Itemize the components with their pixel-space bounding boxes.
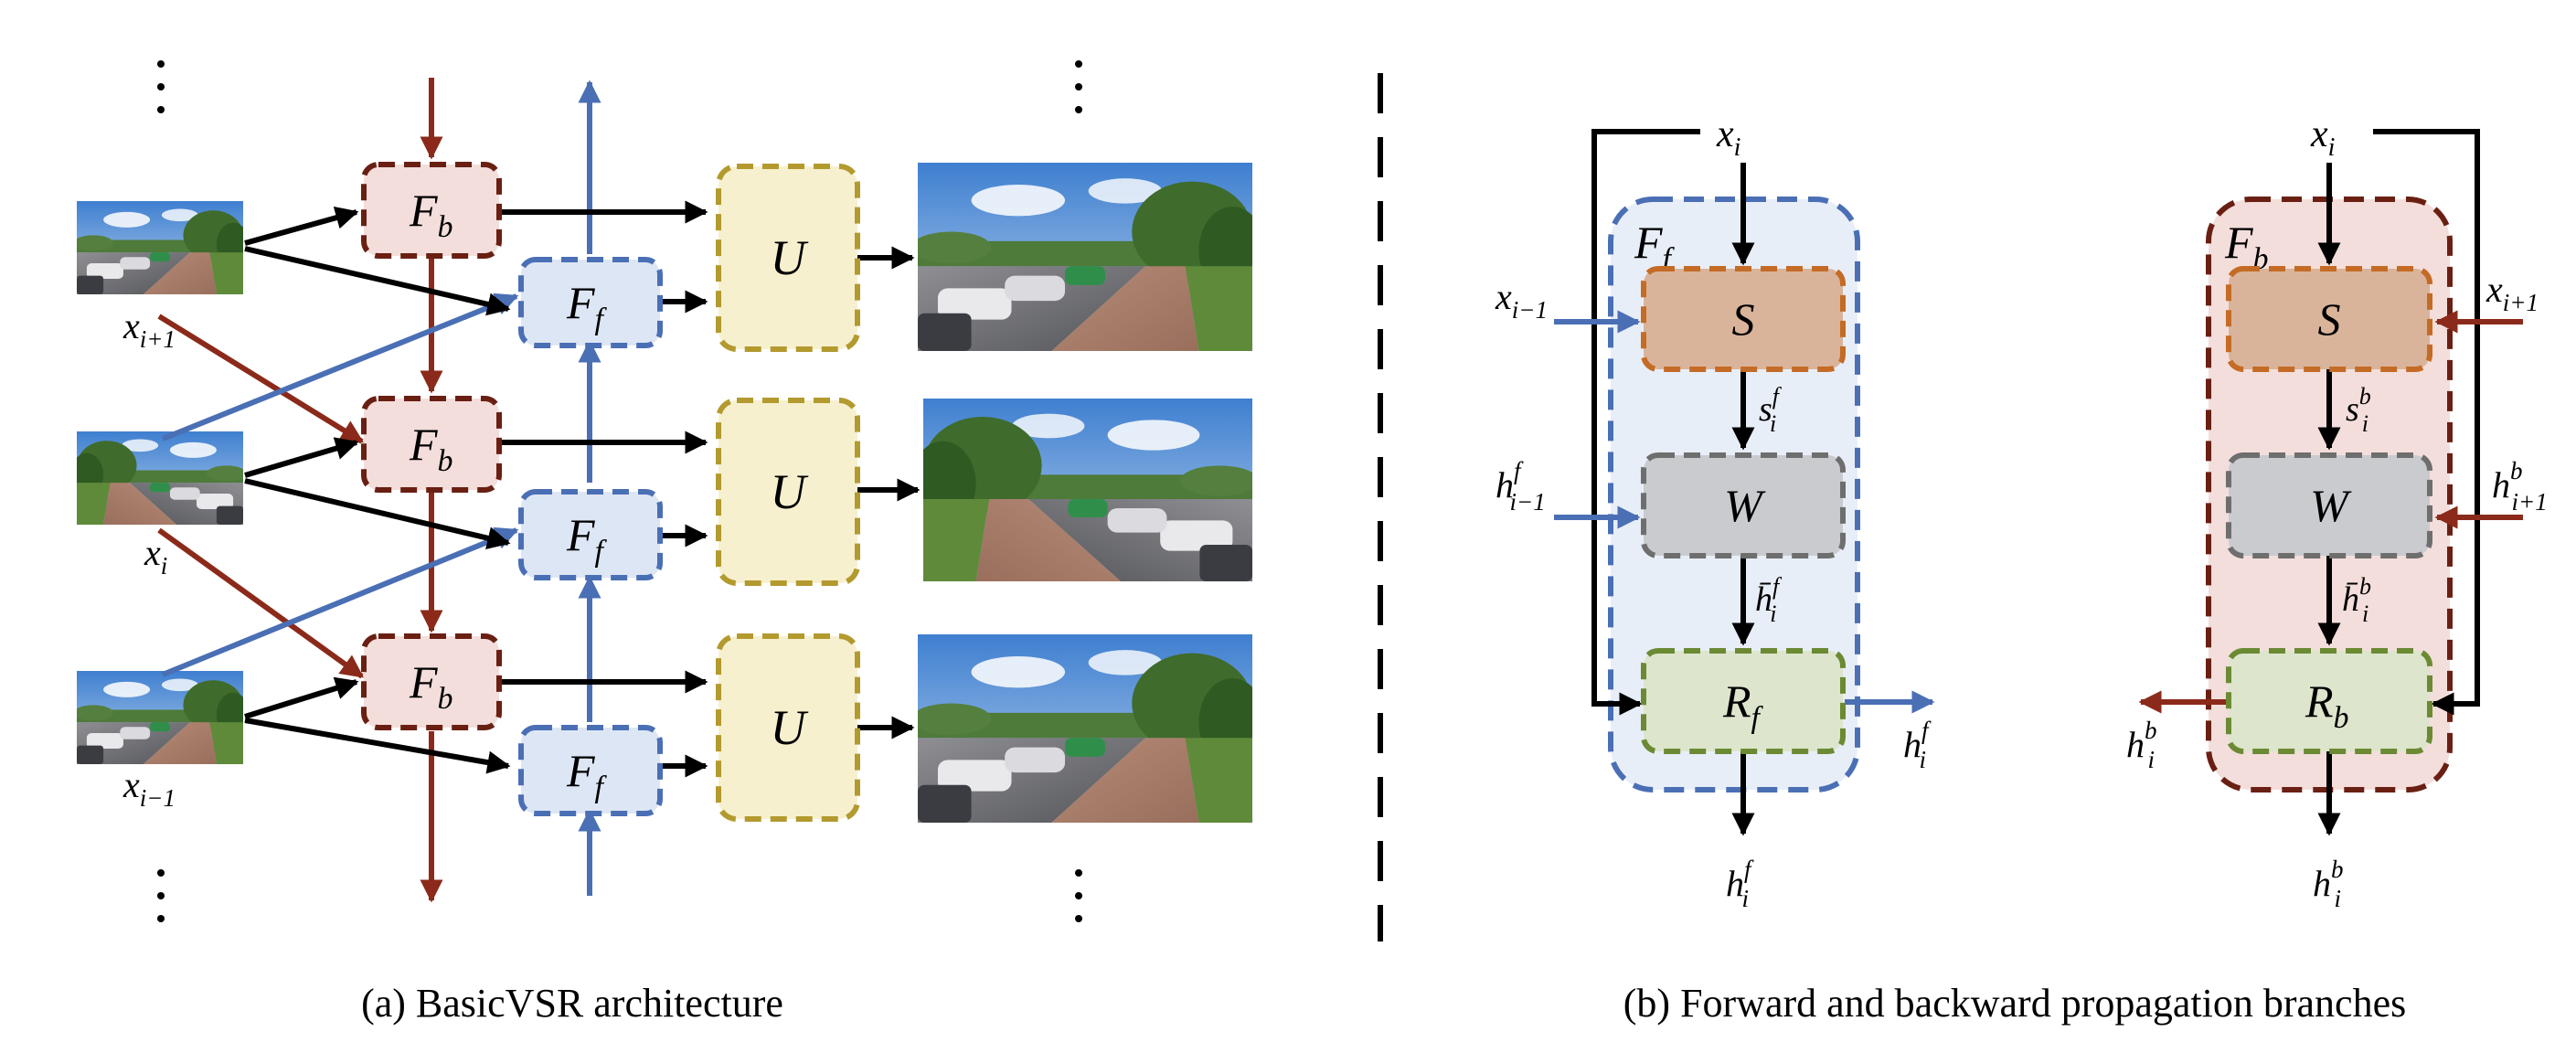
forward-blue-arrows (1554, 310, 1935, 714)
svg-text:Rb: Rb (2305, 675, 2349, 735)
input-frame-i (77, 431, 243, 525)
output-frame-i (923, 399, 1252, 581)
input-label-x-i-minus-1: xi−1 (122, 764, 176, 812)
forward-black-arrows (1591, 129, 1755, 836)
upsample-module-u-2: U (716, 398, 860, 586)
input-frame-i-plus-1 (77, 201, 243, 294)
svg-text:W: W (1724, 480, 1766, 531)
svg-text:U: U (771, 700, 809, 755)
svg-text:Ff: Ff (566, 509, 608, 569)
backward-residual-rb: Rb (2226, 648, 2432, 754)
backward-module-fb-1: Fb (361, 162, 502, 259)
forward-module-ff-3: Ff (518, 725, 663, 816)
forward-propagation-arrows (161, 80, 601, 896)
svg-text:Fb: Fb (409, 419, 453, 478)
svg-text:U: U (771, 464, 809, 519)
backward-black-arrows (2317, 129, 2480, 836)
svg-text:Fb: Fb (409, 656, 453, 716)
backward-propagation-arrows (157, 78, 443, 903)
svg-text:S: S (1732, 293, 1755, 345)
forward-top-input-label: xi (1716, 113, 1740, 162)
upsample-module-u-3: U (716, 633, 860, 822)
backward-warping-w: W (2226, 452, 2432, 558)
ellipsis-icon (157, 60, 1082, 922)
forward-module-ff-2: Ff (518, 489, 663, 580)
backward-side-input-x: xi+1 (2486, 269, 2539, 316)
input-label-x-i: xi (144, 532, 167, 580)
forward-warping-w: W (1641, 452, 1846, 558)
svg-text:U: U (771, 230, 809, 285)
forward-flow-estimation-s: S (1641, 266, 1846, 372)
caption-panel-b: (b) Forward and backward propagation bra… (1623, 981, 2406, 1026)
svg-text:Rf: Rf (1722, 675, 1764, 735)
input-label-x-i-plus-1: xi+1 (122, 305, 176, 353)
backward-flow-estimation-s: S (2226, 266, 2432, 372)
output-frame-i-plus-1 (918, 163, 1252, 351)
backward-top-input-label: xi (2310, 113, 2335, 162)
backward-red-arrows (2138, 310, 2523, 714)
data-flow-arrows (244, 200, 921, 778)
upsample-module-u-1: U (716, 164, 860, 352)
caption-panel-a: (a) BasicVSR architecture (361, 981, 783, 1026)
backward-module-fb-2: Fb (361, 396, 502, 493)
svg-text:Fb: Fb (409, 185, 453, 244)
svg-text:W: W (2310, 480, 2352, 531)
input-frame-i-minus-1 (77, 671, 243, 764)
panel-a: xi+1 xi xi−1 (77, 60, 1252, 1026)
forward-module-ff-1: Ff (518, 257, 663, 348)
forward-side-input-x: xi−1 (1495, 276, 1548, 324)
forward-residual-rf: Rf (1641, 648, 1846, 754)
backward-module-fb-3: Fb (361, 633, 502, 730)
output-frame-i-minus-1 (918, 634, 1252, 823)
svg-text:S: S (2318, 293, 2341, 345)
